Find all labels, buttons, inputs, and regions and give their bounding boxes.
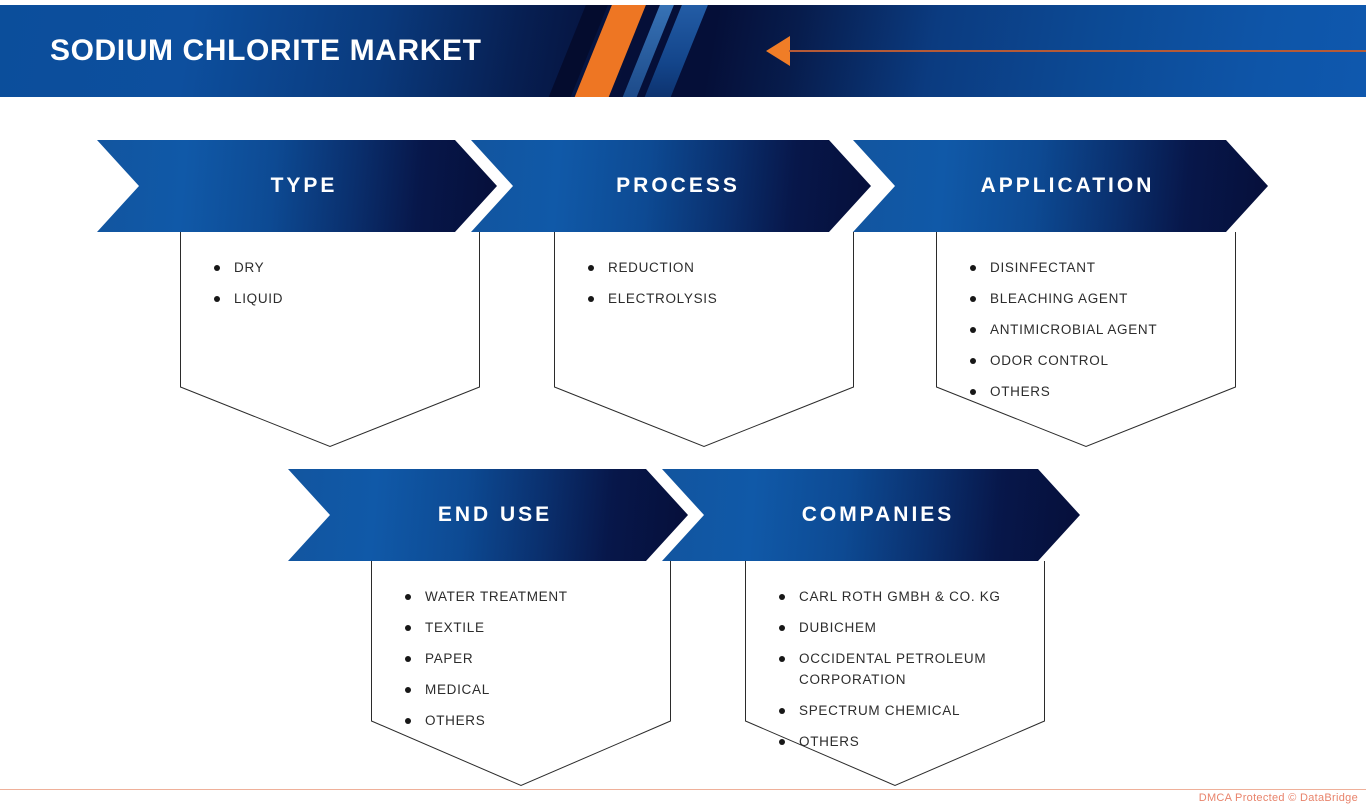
list-item: OTHERS	[405, 711, 661, 732]
list-item: ANTIMICROBIAL AGENT	[970, 320, 1226, 341]
header-banner: SODIUM CHLORITE MARKET	[0, 5, 1366, 97]
chevron-banner-process[interactable]: PROCESS	[471, 140, 871, 232]
list-item: BLEACHING AGENT	[970, 289, 1226, 310]
chevron-banner-application[interactable]: APPLICATION	[853, 140, 1268, 232]
list-end-use: WATER TREATMENT TEXTILE PAPER MEDICAL OT…	[405, 587, 661, 742]
list-item: CARL ROTH GMBH & CO. KG	[779, 587, 1055, 608]
list-item: ELECTROLYSIS	[588, 289, 844, 310]
content-box-end-use: WATER TREATMENT TEXTILE PAPER MEDICAL OT…	[371, 561, 671, 787]
list-item: LIQUID	[214, 289, 470, 310]
chevron-banner-end-use[interactable]: END USE	[288, 469, 688, 561]
list-item: DUBICHEM	[779, 618, 1055, 639]
list-item: OTHERS	[779, 732, 1055, 753]
chevron-banner-type[interactable]: TYPE	[97, 140, 497, 232]
list-item: OCCIDENTAL PETROLEUM CORPORATION	[779, 649, 1004, 691]
list-process: REDUCTION ELECTROLYSIS	[588, 258, 844, 320]
footer-divider	[0, 789, 1366, 790]
list-companies: CARL ROTH GMBH & CO. KG DUBICHEM OCCIDEN…	[779, 587, 1055, 763]
chevron-label-companies: COMPANIES	[801, 503, 955, 526]
content-box-application: DISINFECTANT BLEACHING AGENT ANTIMICROBI…	[936, 232, 1236, 448]
list-item: PAPER	[405, 649, 661, 670]
list-item: OTHERS	[970, 382, 1226, 403]
chevron-banner-companies[interactable]: COMPANIES	[662, 469, 1080, 561]
content-box-companies: CARL ROTH GMBH & CO. KG DUBICHEM OCCIDEN…	[745, 561, 1045, 787]
list-type: DRY LIQUID	[214, 258, 470, 320]
chevron-label-end-use: END USE	[437, 503, 553, 526]
list-item: SPECTRUM CHEMICAL	[779, 701, 1055, 722]
list-item: REDUCTION	[588, 258, 844, 279]
list-item: TEXTILE	[405, 618, 661, 639]
content-box-type: DRY LIQUID	[180, 232, 480, 448]
arrow-line	[789, 50, 1366, 52]
footer-copyright: DMCA Protected © DataBridge	[1198, 792, 1358, 804]
chevron-label-application: APPLICATION	[980, 174, 1155, 197]
chevron-label-process: PROCESS	[616, 174, 740, 197]
chevron-label-type: TYPE	[270, 174, 338, 197]
list-item: ODOR CONTROL	[970, 351, 1226, 372]
list-item: MEDICAL	[405, 680, 661, 701]
list-application: DISINFECTANT BLEACHING AGENT ANTIMICROBI…	[970, 258, 1226, 413]
list-item: WATER TREATMENT	[405, 587, 661, 608]
content-box-process: REDUCTION ELECTROLYSIS	[554, 232, 854, 448]
list-item: DRY	[214, 258, 470, 279]
left-arrow-icon	[766, 36, 790, 66]
list-item: DISINFECTANT	[970, 258, 1226, 279]
page-title: SODIUM CHLORITE MARKET	[50, 34, 482, 67]
